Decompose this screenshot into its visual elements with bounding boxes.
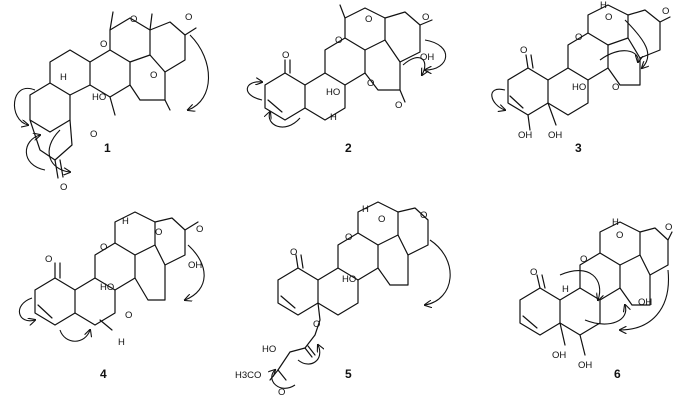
compound-5-label-o2: O <box>345 232 352 243</box>
compound-5-label-o1: O <box>290 247 297 258</box>
compound-2-label-o6: O <box>395 100 402 111</box>
compound-1-label-o6: O <box>60 182 67 193</box>
compound-3-label-oh2: OH <box>548 130 562 141</box>
compound-2-label-o5: O <box>367 78 374 89</box>
compound-2-label-h: H <box>330 112 337 123</box>
compound-1-number: 1 <box>104 141 111 155</box>
compound-4-label-o5: O <box>125 310 132 321</box>
compound-3-bonds <box>507 4 671 131</box>
compound-6-label-o3: O <box>616 230 623 241</box>
compound-5-bonds <box>269 201 429 381</box>
compound-2-label-ho1: HO <box>326 87 340 98</box>
compound-5-label-o6: O <box>278 387 285 398</box>
compound-1-label-o1: O <box>100 39 107 50</box>
compound-3-label-o2: O <box>575 32 582 43</box>
compound-2-correlation-arrows <box>246 39 447 128</box>
compound-6-label-h2: H <box>612 217 619 228</box>
compound-1-label-o5: O <box>90 129 97 140</box>
compound-5-correlation-arrows <box>272 239 451 389</box>
compound-2-label-o2: O <box>335 35 342 46</box>
compound-3-label-ho: HO <box>572 82 586 93</box>
compound-6-label-o1: O <box>530 267 537 278</box>
compound-3-label-h: H <box>600 0 607 11</box>
compound-6-label-oh1: OH <box>638 297 652 308</box>
compound-1-label-o3: O <box>185 12 192 23</box>
compound-1-label-ho: HO <box>92 92 106 103</box>
compound-3-label-o5: O <box>612 82 619 93</box>
compound-5-label-o3: O <box>378 214 385 225</box>
compound-1-label-o4: O <box>150 70 157 81</box>
compound-1: O O O O O O HO H 1 <box>14 11 209 193</box>
compound-4-label-o2: O <box>100 242 107 253</box>
compound-4: O O O O O HO OH H H 4 <box>19 211 205 381</box>
compound-2-label-ho2: OH <box>420 52 434 63</box>
compound-1-bonds <box>29 11 197 179</box>
compound-6-label-oh3: OH <box>578 360 592 371</box>
compound-5-label-o4: O <box>420 210 427 221</box>
compound-4-label-o3: O <box>155 227 162 238</box>
compound-3: O O O O O HO OH OH H 3 <box>491 0 671 155</box>
compound-6-label-o4: O <box>665 222 672 233</box>
compound-4-label-h2: H <box>118 337 125 348</box>
compound-3-label-oh1: OH <box>518 130 532 141</box>
compound-2-label-o1: O <box>282 50 289 61</box>
compound-6-bonds <box>519 221 673 356</box>
compound-5-label-ho2: HO <box>262 344 276 355</box>
compound-3-number: 3 <box>575 141 582 155</box>
compound-1-correlation-arrows <box>14 34 209 172</box>
compound-4-label-ho: HO <box>100 282 114 293</box>
compound-4-label-o1: O <box>45 254 52 265</box>
compound-6-label-oh2: OH <box>552 350 566 361</box>
compound-4-correlation-arrows <box>19 244 205 342</box>
compound-4-label-o4: O <box>196 224 203 235</box>
compound-5-number: 5 <box>345 367 352 381</box>
compound-3-label-o1: O <box>520 45 527 56</box>
compound-3-label-o4: O <box>662 6 669 17</box>
compound-4-label-h1: H <box>122 216 129 227</box>
compound-2-bonds <box>264 4 433 121</box>
compound-5-label-o5: O <box>313 319 320 330</box>
compound-6-correlation-arrows <box>559 269 669 330</box>
compound-5: O O O O O O HO HO H3CO H 5 <box>235 201 451 398</box>
compound-4-number: 4 <box>100 367 107 381</box>
compound-1-label-h: H <box>60 72 67 83</box>
compound-6-label-o2: O <box>580 254 587 265</box>
compound-1-label-o2: O <box>130 14 137 25</box>
compound-4-label-oh: OH <box>188 260 202 271</box>
compound-2-label-o4: O <box>422 12 429 23</box>
compound-3-correlation-arrows <box>491 19 648 110</box>
compound-6: O O O O OH OH OH H H 6 <box>519 217 673 381</box>
compound-3-label-o3: O <box>605 12 612 23</box>
compound-4-bonds <box>34 211 199 331</box>
compound-5-label-ho: HO <box>342 274 356 285</box>
compound-2-label-o3: O <box>365 14 372 25</box>
compound-2: O O O O O O HO OH H 2 <box>246 4 447 155</box>
compound-6-label-h1: H <box>562 284 569 295</box>
compound-5-label-h: H <box>362 204 369 215</box>
compound-5-label-h3co: H3CO <box>235 370 261 381</box>
compound-6-number: 6 <box>614 367 621 381</box>
compound-2-number: 2 <box>345 141 352 155</box>
